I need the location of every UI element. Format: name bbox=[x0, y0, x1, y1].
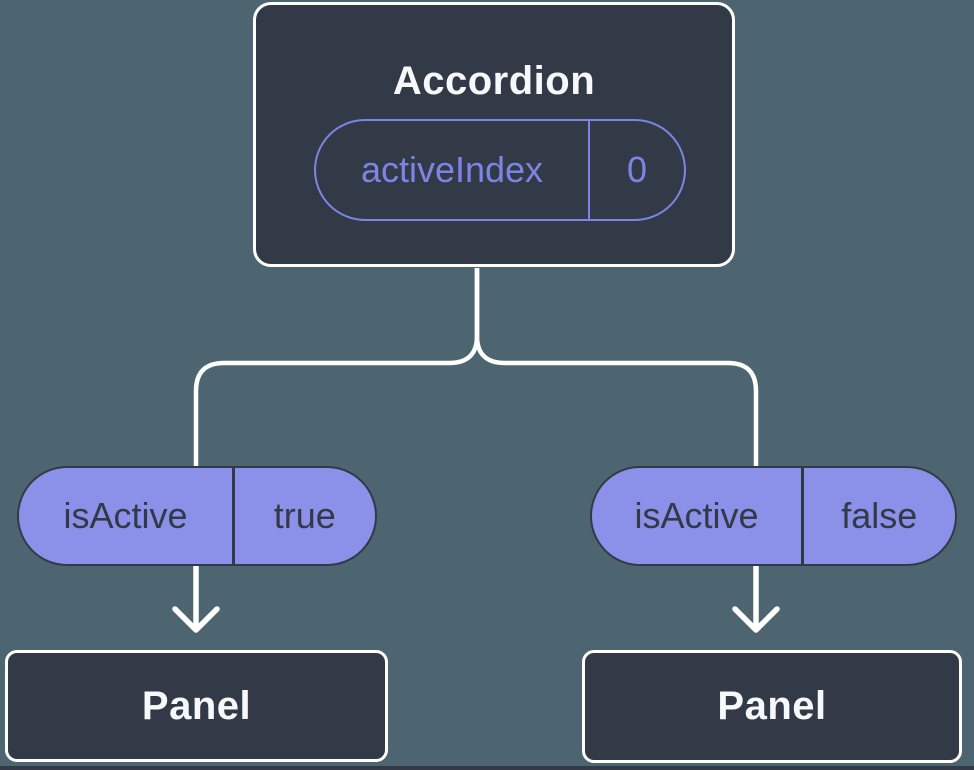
prop-pill-divider bbox=[588, 121, 590, 219]
arrowhead-right bbox=[732, 606, 780, 633]
state-name-label: isActive bbox=[634, 495, 759, 536]
accordion-node-label: Accordion bbox=[392, 59, 596, 103]
state-value-label: true bbox=[273, 495, 336, 536]
state-value-label: false bbox=[841, 495, 918, 536]
prop-value-label: 0 bbox=[626, 149, 648, 190]
panel-node-label: Panel bbox=[717, 684, 827, 728]
panel-node-label: Panel bbox=[141, 683, 252, 728]
active-index-prop-pill: activeIndex 0 bbox=[314, 119, 686, 221]
panel-node-right: Panel bbox=[582, 650, 962, 763]
state-pill-divider bbox=[232, 468, 235, 564]
is-active-pill-left: isActive true bbox=[17, 466, 377, 566]
fork-connector-right bbox=[474, 268, 759, 470]
arrowhead-left bbox=[172, 606, 220, 633]
is-active-pill-right: isActive false bbox=[590, 466, 957, 566]
panel-node-left: Panel bbox=[5, 650, 388, 762]
fork-connector-left bbox=[193, 268, 480, 470]
accordion-node: Accordion activeIndex 0 bbox=[253, 2, 735, 267]
state-pill-divider bbox=[801, 468, 804, 564]
next-diagram-edge bbox=[0, 766, 974, 770]
state-name-label: isActive bbox=[63, 495, 188, 536]
prop-name-label: activeIndex bbox=[360, 149, 544, 190]
